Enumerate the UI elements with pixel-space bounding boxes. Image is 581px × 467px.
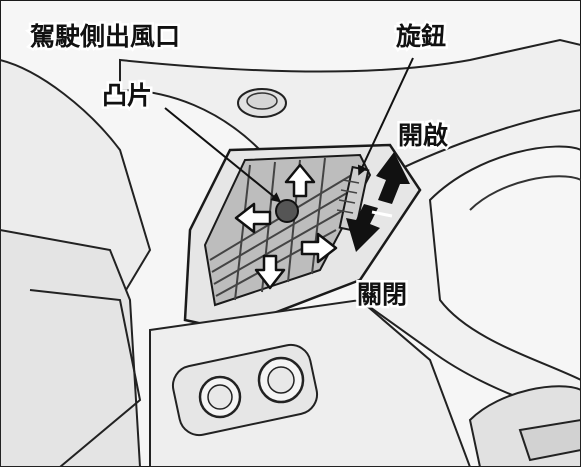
vent-tab	[275, 199, 299, 223]
label-knob: 旋鈕	[396, 22, 446, 51]
hood-inner	[469, 175, 581, 211]
label-tab: 凸片	[102, 81, 152, 110]
direction-arrows	[234, 163, 338, 290]
close-arrow-icon	[346, 204, 380, 252]
open-close-arrow	[346, 152, 410, 252]
knob-leader-line	[357, 57, 414, 176]
instrument-hood	[428, 145, 581, 382]
label-open: 開啟	[398, 121, 448, 150]
left-door-panel	[0, 228, 142, 467]
arrow-right-icon	[300, 232, 338, 264]
control-knob-2-inner	[267, 366, 295, 394]
control-knob-1-inner	[207, 384, 233, 410]
steering-stalk	[518, 418, 581, 462]
knob-ridges	[336, 179, 360, 214]
arrow-left-icon	[234, 202, 272, 234]
arrow-down-icon	[254, 254, 286, 290]
open-arrow-icon	[376, 152, 410, 204]
door-edge	[29, 289, 142, 467]
label-driver-side-vent: 駕駛側出風口	[30, 22, 180, 51]
arrow-up-icon	[284, 163, 316, 198]
label-close: 關閉	[357, 280, 407, 309]
speaker-grille-inner	[246, 92, 278, 110]
tab-leader-line	[164, 107, 282, 203]
